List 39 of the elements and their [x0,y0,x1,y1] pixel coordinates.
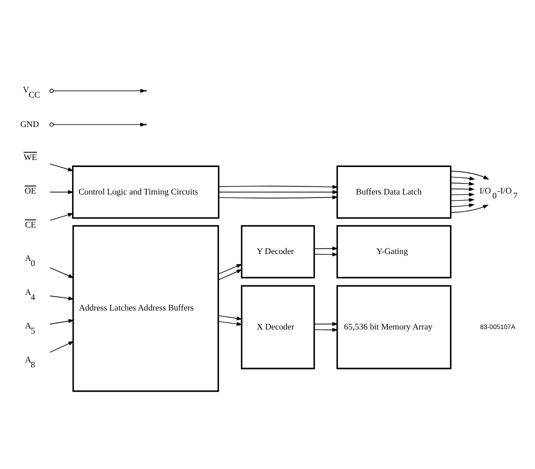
node-text: GND [20,118,40,129]
node-box: Control Logic and Timing Circuits [72,166,220,219]
arrow [450,170,490,180]
arrow [218,195,338,200]
arrow [450,187,475,192]
node-box: Address Latches Address Buffers [72,225,219,392]
arrow [50,190,74,194]
arrow [50,212,74,221]
node-text: CE [25,219,36,230]
arrow [450,203,475,208]
arrow [218,264,242,274]
arrow [450,182,475,186]
arrow [450,204,489,213]
arrow [314,252,338,256]
arrow [218,315,242,320]
node-text: WE [24,152,37,162]
node-box: 65,536 bit Memory Array [336,285,452,370]
node-text: OE [24,186,36,196]
arrow [314,328,338,332]
arrow [314,322,338,326]
arrow [50,319,74,324]
arrow [450,176,476,180]
node-box: Y-Gating [336,225,452,278]
node-box: X Decoder [240,285,315,370]
arrow [50,341,74,353]
arrow [50,164,74,172]
arrow [53,88,146,93]
arrow [218,269,242,280]
arrow [218,190,338,194]
arrow [450,198,475,202]
arrow [50,267,74,278]
arrow [218,321,242,326]
arrow [50,296,74,300]
arrow [450,192,475,197]
arrow [53,122,146,127]
node-box: Y Decoder [240,225,315,278]
node-box: Buffers Data Latch [336,166,452,219]
arrow [218,184,338,189]
arrow [314,246,338,251]
